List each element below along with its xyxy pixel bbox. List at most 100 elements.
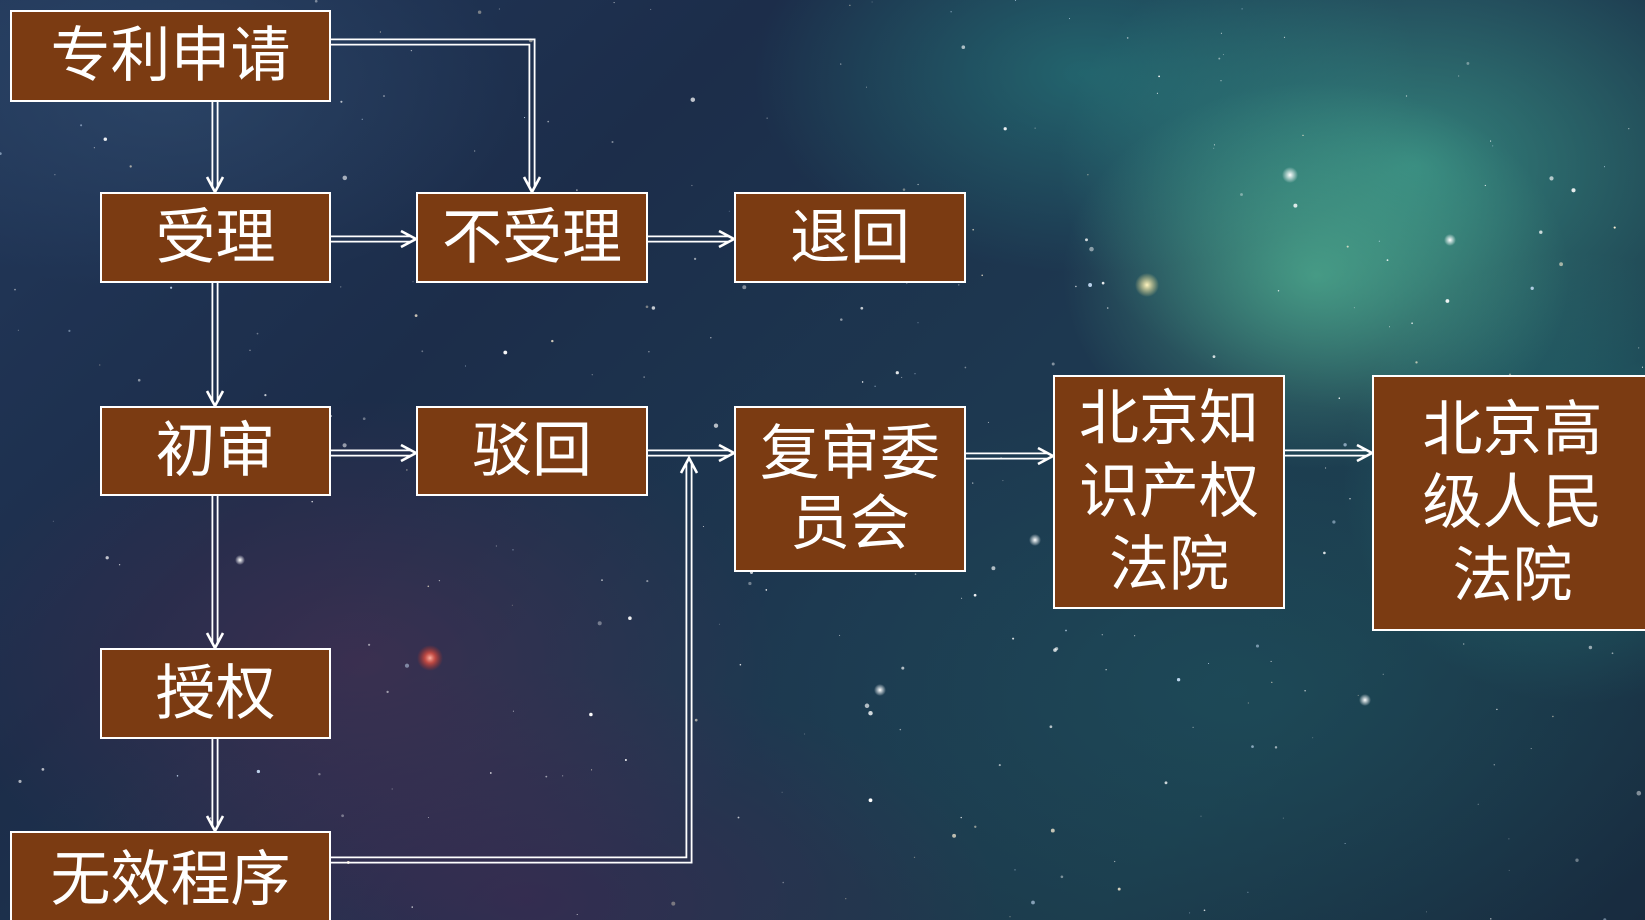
star bbox=[860, 306, 864, 310]
star bbox=[314, 0, 318, 3]
star bbox=[1031, 900, 1035, 905]
bright-star bbox=[417, 645, 443, 671]
node-label: 无效程序 bbox=[50, 844, 291, 915]
star bbox=[691, 184, 693, 187]
star bbox=[1240, 193, 1243, 196]
star bbox=[849, 4, 851, 6]
star bbox=[694, 718, 698, 722]
star bbox=[1411, 322, 1413, 325]
arrow-shaft-line bbox=[331, 43, 531, 188]
star bbox=[702, 526, 704, 527]
star bbox=[489, 772, 492, 774]
node-patent-application: 专利申请 bbox=[10, 10, 331, 102]
star bbox=[899, 728, 902, 731]
star bbox=[1293, 203, 1298, 208]
star bbox=[545, 775, 548, 778]
star bbox=[1212, 355, 1216, 358]
star bbox=[93, 147, 95, 149]
star bbox=[1508, 838, 1510, 840]
star bbox=[1049, 725, 1053, 729]
node-label-line: 识产权 bbox=[1079, 456, 1259, 527]
star bbox=[1426, 911, 1427, 913]
node-beijing-high-court: 北京高 级人民 法院 bbox=[1372, 375, 1645, 631]
star bbox=[624, 759, 627, 761]
star bbox=[914, 573, 917, 575]
star bbox=[68, 329, 71, 332]
star bbox=[1251, 745, 1254, 748]
star bbox=[601, 579, 603, 581]
star bbox=[495, 545, 497, 547]
star bbox=[1549, 176, 1554, 181]
node-granted: 授权 bbox=[100, 648, 331, 739]
bright-star bbox=[874, 684, 886, 696]
star bbox=[628, 616, 632, 620]
star bbox=[562, 775, 564, 777]
star bbox=[1213, 147, 1215, 149]
star bbox=[1051, 362, 1055, 366]
star bbox=[1126, 37, 1129, 39]
star bbox=[464, 365, 467, 367]
star bbox=[346, 861, 350, 864]
star bbox=[1208, 663, 1210, 664]
star bbox=[865, 86, 868, 88]
star bbox=[391, 788, 393, 790]
star bbox=[1200, 815, 1202, 817]
star bbox=[1164, 781, 1168, 785]
star bbox=[1357, 694, 1359, 696]
star bbox=[972, 482, 974, 484]
star bbox=[1641, 366, 1644, 368]
arrowhead bbox=[1037, 446, 1056, 466]
star bbox=[1105, 669, 1107, 671]
arrow-accepted-to-preliminary bbox=[205, 283, 225, 409]
node-label: 初审 bbox=[155, 416, 276, 486]
arrow-invalidation-to-review-board bbox=[331, 455, 699, 864]
star bbox=[645, 305, 649, 309]
star bbox=[589, 712, 593, 717]
star bbox=[209, 817, 212, 819]
star bbox=[1530, 748, 1532, 750]
arrow-preliminary-to-granted bbox=[205, 496, 225, 651]
star bbox=[1539, 230, 1543, 234]
star bbox=[1189, 912, 1191, 914]
star bbox=[80, 124, 83, 127]
star bbox=[129, 165, 132, 168]
star bbox=[406, 469, 408, 471]
star bbox=[1247, 891, 1249, 893]
star bbox=[1158, 75, 1160, 78]
star bbox=[342, 443, 347, 448]
star bbox=[840, 63, 842, 65]
node-label-line: 法院 bbox=[1109, 529, 1229, 600]
star bbox=[576, 914, 578, 915]
arrow-application-to-accepted bbox=[205, 102, 225, 195]
star bbox=[1588, 645, 1593, 650]
star bbox=[1415, 361, 1418, 364]
star bbox=[52, 520, 54, 522]
star bbox=[1603, 166, 1606, 168]
star bbox=[1003, 127, 1007, 131]
star bbox=[972, 228, 975, 231]
star bbox=[710, 337, 712, 339]
star bbox=[973, 593, 977, 597]
arrow-ip-court-to-high-court bbox=[1285, 443, 1375, 463]
arrowhead bbox=[400, 229, 419, 249]
star bbox=[1382, 673, 1384, 675]
star bbox=[1277, 290, 1280, 292]
star bbox=[511, 604, 513, 606]
star bbox=[1571, 188, 1576, 193]
star bbox=[868, 710, 873, 716]
bright-star bbox=[235, 555, 245, 565]
star bbox=[1496, 708, 1498, 711]
star bbox=[1247, 702, 1249, 704]
star bbox=[958, 284, 960, 286]
star bbox=[804, 733, 806, 735]
star bbox=[690, 97, 696, 102]
star bbox=[503, 350, 508, 355]
star bbox=[1613, 226, 1616, 229]
node-label: 专利申请 bbox=[50, 21, 291, 91]
star bbox=[1068, 18, 1071, 20]
star bbox=[1101, 281, 1105, 285]
star bbox=[1575, 858, 1579, 862]
star bbox=[411, 906, 413, 908]
star bbox=[1484, 184, 1486, 187]
star bbox=[1530, 286, 1534, 290]
